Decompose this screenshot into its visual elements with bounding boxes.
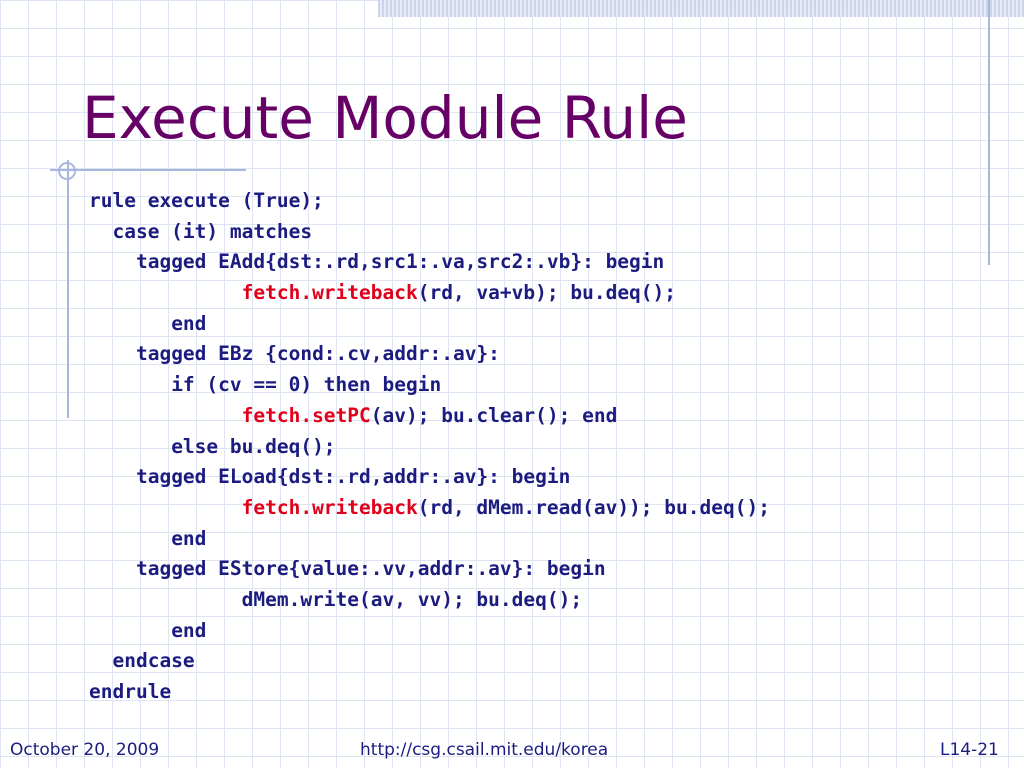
footer-page-number: L14-21 (940, 740, 999, 760)
code-line: fetch.writeback(rd, va+vb); bu.deq(); (89, 278, 770, 309)
slide-title: Execute Module Rule (82, 84, 688, 152)
code-indent (89, 527, 171, 550)
code-token: tagged EAdd{dst:.rd,src1:.va,src2:.vb}: … (135, 250, 665, 274)
code-token: tagged EStore{value:.vv,addr:.av}: begin (135, 557, 606, 581)
code-token: dMem.write(av, vv); bu.deq(); (241, 587, 583, 611)
code-line: tagged ELoad{dst:.rd,addr:.av}: begin (89, 462, 770, 493)
code-line: else bu.deq(); (89, 432, 770, 463)
right-decoration-line (988, 0, 990, 265)
code-indent (89, 312, 171, 335)
code-line: fetch.setPC(av); bu.clear(); end (89, 401, 770, 432)
code-indent (89, 281, 242, 304)
footer-url: http://csg.csail.mit.edu/korea (360, 740, 609, 760)
code-token: tagged EBz {cond:.cv,addr:.av}: (135, 342, 500, 366)
code-line: tagged EBz {cond:.cv,addr:.av}: (89, 339, 770, 370)
footer-date: October 20, 2009 (10, 740, 160, 760)
code-token: if (cv == 0) then begin (171, 373, 442, 397)
code-indent (89, 465, 136, 488)
code-highlight-token: fetch.setPC (241, 403, 371, 427)
code-line: if (cv == 0) then begin (89, 370, 770, 401)
code-indent (89, 588, 242, 611)
code-token: (rd, dMem.read(av)); bu.deq(); (417, 495, 770, 519)
code-token: (av); bu.clear(); end (370, 403, 618, 427)
code-indent (89, 404, 242, 427)
code-indent (89, 342, 136, 365)
bullet-circle-icon (58, 162, 76, 180)
code-indent (89, 496, 242, 519)
code-line: endrule (89, 677, 770, 708)
code-indent (89, 373, 171, 396)
code-token: tagged ELoad{dst:.rd,addr:.av}: begin (135, 465, 571, 489)
left-decoration-line (67, 160, 69, 418)
code-indent (89, 435, 171, 458)
code-line: fetch.writeback(rd, dMem.read(av)); bu.d… (89, 493, 770, 524)
code-line: end (89, 309, 770, 340)
code-indent (89, 250, 136, 273)
code-line: end (89, 524, 770, 555)
code-line: dMem.write(av, vv); bu.deq(); (89, 585, 770, 616)
code-token: endcase (112, 649, 195, 673)
code-line: tagged EAdd{dst:.rd,src1:.va,src2:.vb}: … (89, 247, 770, 278)
code-token: end (171, 618, 207, 642)
code-line: endcase (89, 646, 770, 677)
code-line: end (89, 616, 770, 647)
code-line: tagged EStore{value:.vv,addr:.av}: begin (89, 554, 770, 585)
code-indent (89, 557, 136, 580)
header-decoration-band (378, 0, 1024, 17)
code-token: else bu.deq(); (171, 434, 336, 458)
code-token: endrule (89, 680, 172, 703)
code-indent (89, 649, 112, 672)
code-token: (rd, va+vb); bu.deq(); (417, 281, 677, 305)
code-indent (89, 619, 171, 642)
code-token: end (171, 526, 207, 550)
title-underline-decoration (50, 169, 246, 171)
code-line: rule execute (True); (89, 186, 770, 217)
code-highlight-token: fetch.writeback (241, 281, 418, 305)
code-token: rule execute (True); (89, 189, 324, 212)
code-token: case (it) matches (112, 219, 313, 243)
code-highlight-token: fetch.writeback (241, 495, 418, 519)
code-indent (89, 220, 112, 243)
code-token: end (171, 311, 207, 335)
code-line: case (it) matches (89, 217, 770, 248)
code-block: rule execute (True); case (it) matches t… (89, 186, 770, 708)
